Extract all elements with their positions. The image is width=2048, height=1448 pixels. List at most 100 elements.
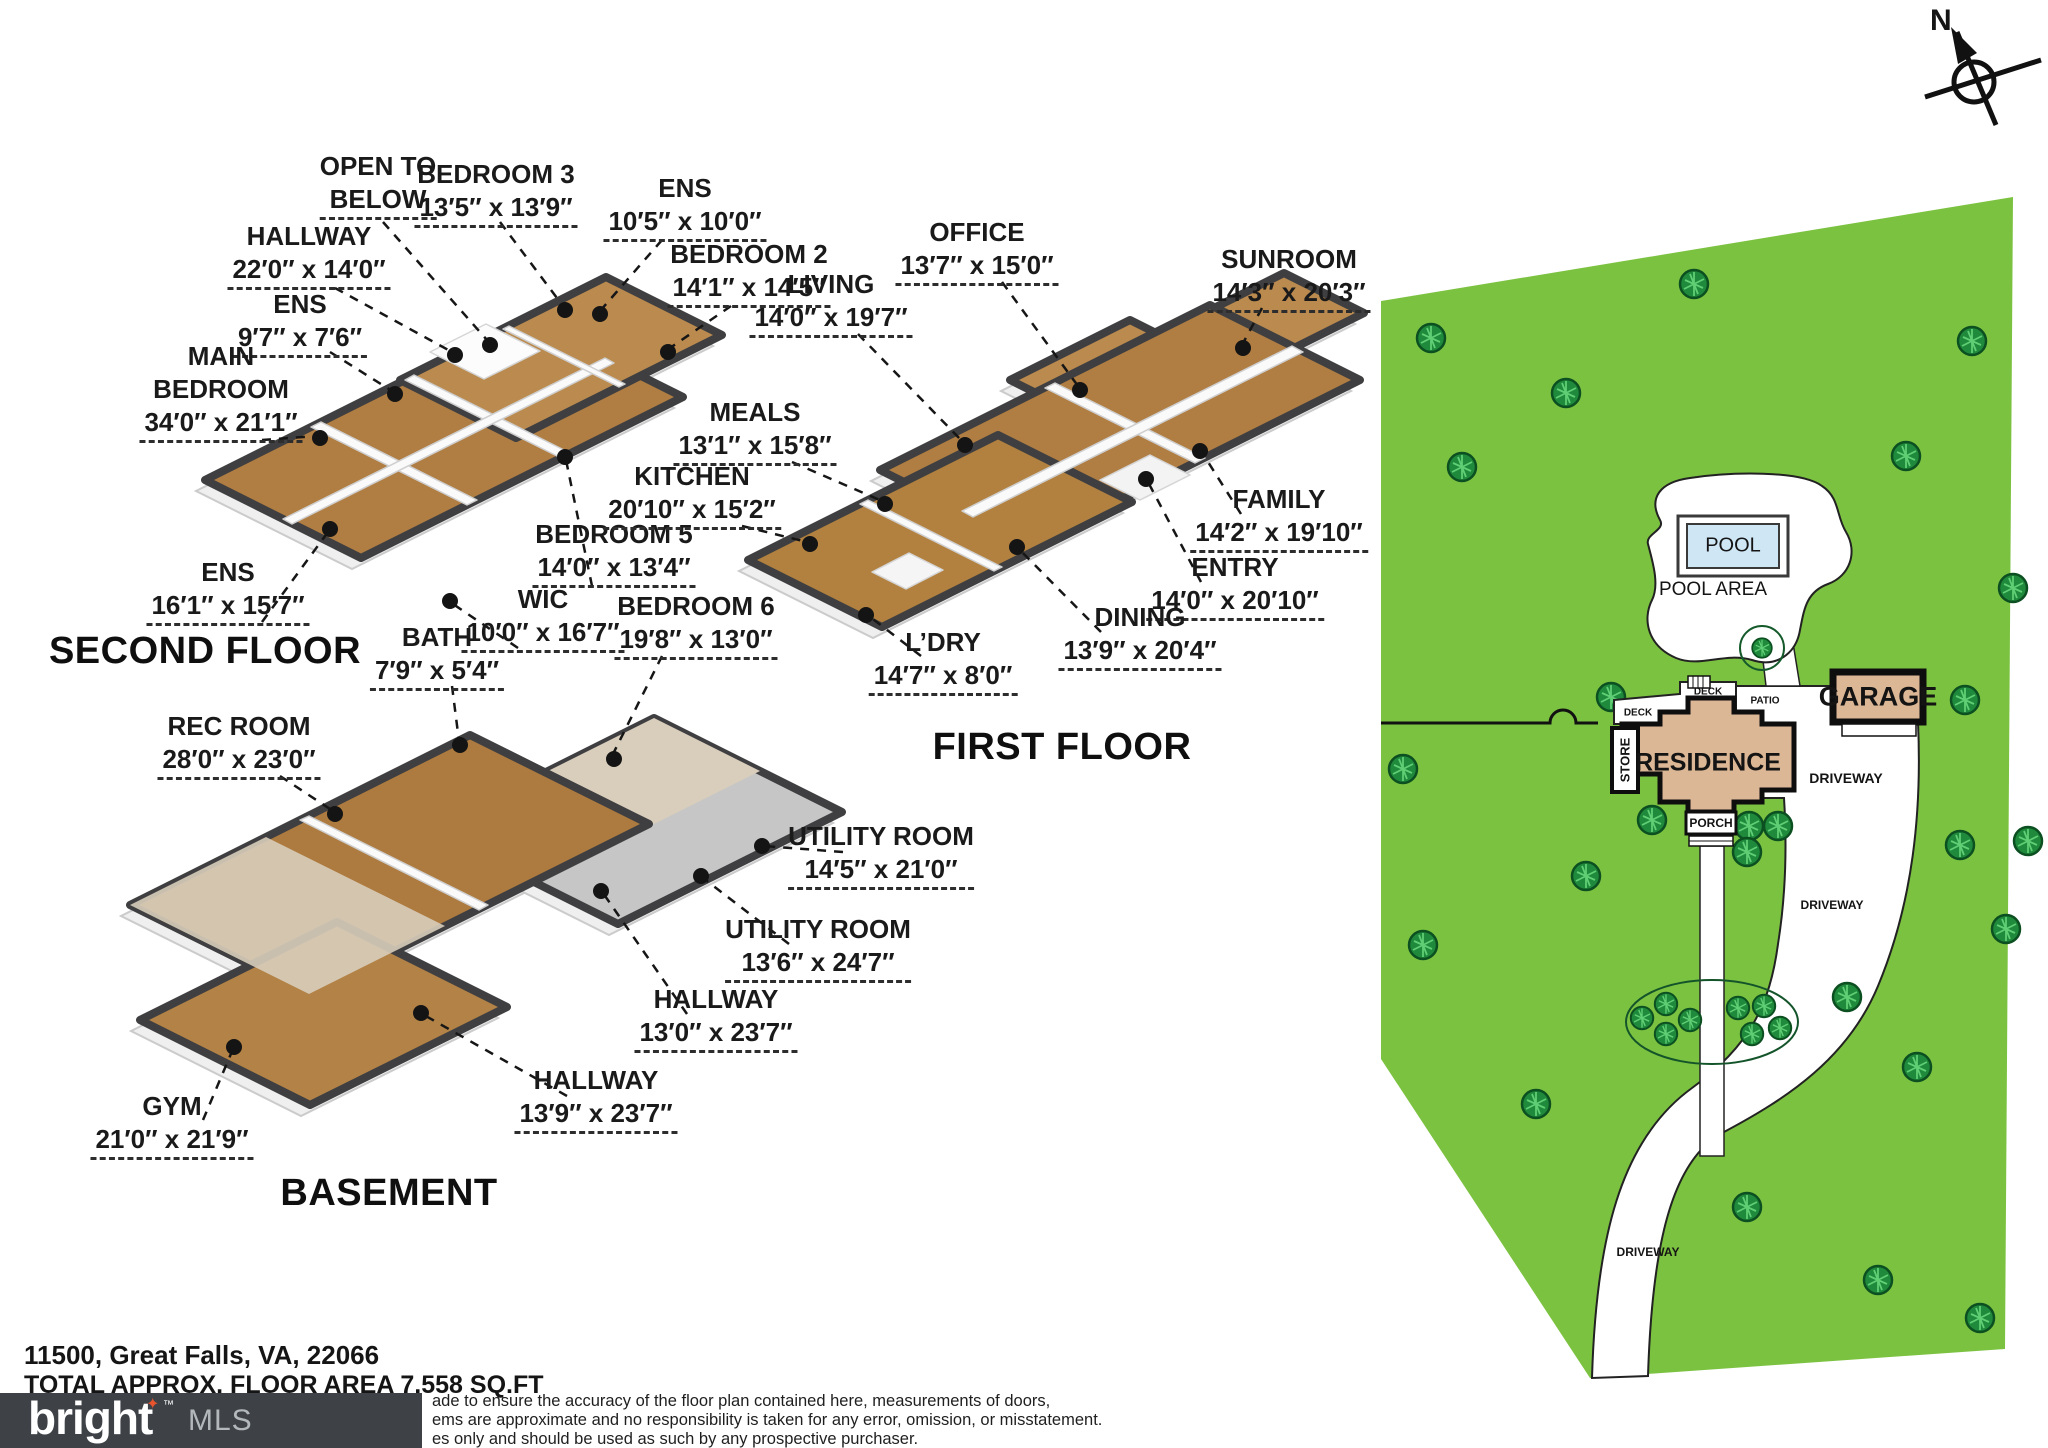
- room-name: MAIN: [187, 341, 255, 371]
- room-label-bedroom2: BEDROOM 2 14′1″ x 14′5″: [667, 238, 831, 308]
- room-dims: 14′0″ x 13′4″: [532, 551, 696, 588]
- rec-room-carpet: [130, 837, 445, 994]
- compass-needle: [1951, 27, 1977, 64]
- room-name: WIC: [517, 584, 569, 614]
- porch-walkway: [1699, 845, 1725, 1157]
- basement-plan: [126, 714, 846, 1109]
- room-label-living: LIVING 14′0″ x 19′7″: [749, 268, 913, 338]
- room-dims: 16′1″ x 15′7″: [146, 589, 310, 626]
- room-name: BEDROOM 6: [617, 591, 775, 621]
- room-name: DINING: [1094, 602, 1186, 632]
- pool-area-label: POOL AREA: [1658, 579, 1768, 600]
- room-label-ens-top: ENS 10′5″ x 10′0″: [603, 172, 767, 242]
- room-name: ENS: [201, 557, 255, 587]
- title-basement: BASEMENT: [280, 1172, 498, 1214]
- room-label-bedroom6: BEDROOM 6 19′8″ x 13′0″: [614, 590, 778, 660]
- pool-area-shape: [1646, 472, 1853, 664]
- room-name: BEDROOM 2: [670, 239, 828, 269]
- room-dims: 13′0″ x 23′7″: [634, 1016, 798, 1053]
- room-label-wic: WIC 10′0″ x 16′7″: [461, 583, 625, 653]
- room-dims: 22′0″ x 14′0″: [227, 253, 391, 290]
- room-dims: 13′9″ x 23′7″: [514, 1097, 678, 1134]
- room-name-line2: BELOW: [319, 183, 437, 220]
- driveway-upper-label: DRIVEWAY: [1809, 770, 1883, 786]
- leader-lines: [201, 221, 1264, 1121]
- title-second-floor: SECOND FLOOR: [48, 630, 362, 672]
- room-label-office: OFFICE 13′7″ x 15′0″: [895, 216, 1059, 286]
- room-dims: 21′0″ x 21′9″: [90, 1123, 254, 1160]
- room-label-bedroom3: BEDROOM 3 13′5″ x 13′9″: [414, 158, 578, 228]
- deck-top-label: DECK: [1693, 686, 1723, 698]
- room-dims: 14′0″ x 20′10″: [1146, 584, 1324, 621]
- store-shape: [1610, 726, 1640, 794]
- pool-area-tree-ring: [1739, 625, 1785, 671]
- atrium-open-below: [429, 323, 541, 380]
- logo-mls-text: MLS: [188, 1404, 253, 1437]
- room-name: SUNROOM: [1221, 244, 1357, 274]
- store-label: STORE: [1617, 737, 1633, 783]
- room-name: HALLWAY: [246, 221, 372, 251]
- room-label-hallway2: HALLWAY 13′9″ x 23′7″: [514, 1064, 678, 1134]
- porch-label: PORCH: [1689, 816, 1733, 830]
- room-name: REC ROOM: [167, 711, 311, 741]
- room-dims: 20′10″ x 15′2″: [603, 493, 781, 530]
- trees: [1387, 268, 2044, 1334]
- title-first-floor: FIRST FLOOR: [932, 726, 1192, 768]
- room-label-ens-low: ENS 16′1″ x 15′7″: [146, 556, 310, 626]
- room-dims: 14′3″ x 20′3″: [1207, 276, 1371, 313]
- second-floor-plan: [201, 273, 726, 562]
- garage-shape: [1829, 668, 1927, 737]
- room-label-entry: ENTRY 14′0″ x 20′10″: [1146, 551, 1324, 621]
- room-dims: 10′5″ x 10′0″: [603, 205, 767, 242]
- room-name: L’DRY: [905, 627, 981, 657]
- residence-shape: [1610, 695, 1797, 847]
- room-label-laundry: L’DRY 14′7″ x 8′0″: [868, 626, 1018, 696]
- room-label-meals: MEALS 13′1″ x 15′8″: [673, 396, 837, 466]
- logo-trademark: ™: [163, 1399, 174, 1411]
- room-label-sunroom: SUNROOM 14′3″ x 20′3″: [1207, 243, 1371, 313]
- room-name: HALLWAY: [533, 1065, 659, 1095]
- driveway-mid-label: DRIVEWAY: [1800, 898, 1864, 912]
- room-label-rec-room: REC ROOM 28′0″ x 23′0″: [157, 710, 321, 780]
- brightmls-logo: bright ✦ ™ MLS: [0, 1392, 422, 1448]
- room-name: UTILITY ROOM: [788, 821, 974, 851]
- room-name-line2: BEDROOM: [153, 374, 289, 404]
- disclaimer-line3: es only and should be used as such by an…: [432, 1430, 919, 1448]
- disclaimer-line1: ade to ensure the accuracy of the floor …: [432, 1392, 1051, 1410]
- room-dims: 34′0″ x 21′1″: [139, 406, 303, 443]
- patio-label: PATIO: [1750, 695, 1780, 707]
- driveway-lower-label: DRIVEWAY: [1616, 1245, 1680, 1259]
- residence-label: RESIDENCE: [1635, 748, 1781, 777]
- room-dims: 28′0″ x 23′0″: [157, 743, 321, 780]
- room-name: BEDROOM 3: [417, 159, 575, 189]
- room-dims: 14′2″ x 19′10″: [1190, 516, 1368, 553]
- footer-address: 11500, Great Falls, VA, 22066: [24, 1340, 380, 1370]
- disclaimer-line2: ems are approximate and no responsibilit…: [432, 1411, 1103, 1429]
- room-name: GYM: [142, 1091, 202, 1121]
- room-name: OFFICE: [929, 217, 1025, 247]
- pool-water: [1686, 523, 1780, 569]
- room-name: ENS: [273, 289, 327, 319]
- room-name: BEDROOM 5: [535, 519, 693, 549]
- room-dims: 13′5″ x 13′9″: [414, 191, 578, 228]
- deck-left-label: DECK: [1623, 707, 1653, 719]
- room-dims: 13′9″ x 20′4″: [1058, 634, 1222, 671]
- room-label-hallway-sf: HALLWAY 22′0″ x 14′0″: [227, 220, 391, 290]
- bush-cluster: [1625, 979, 1799, 1065]
- room-dims: 14′5″ x 21′0″: [788, 853, 974, 890]
- room-name: HALLWAY: [653, 984, 779, 1014]
- room-label-ens-mid: ENS 9′7″ x 7′6″: [232, 288, 368, 358]
- room-label-gym: GYM 21′0″ x 21′9″: [90, 1090, 254, 1160]
- room-name: UTILITY ROOM: [725, 914, 911, 944]
- room-name: BATH: [401, 622, 473, 652]
- room-label-main-bedroom: MAIN BEDROOM 34′0″ x 21′1″: [139, 340, 303, 443]
- room-name: LIVING: [787, 269, 875, 299]
- room-dims: 13′6″ x 24′7″: [725, 946, 911, 983]
- room-label-bath: BATH 7′9″ x 5′4″: [369, 621, 505, 691]
- room-name: ENTRY: [1191, 552, 1279, 582]
- logo-brand-text: bright: [28, 1392, 153, 1444]
- compass-north-label: N: [1930, 4, 1952, 37]
- room-label-kitchen: KITCHEN 20′10″ x 15′2″: [603, 460, 781, 530]
- room-dims: 7′9″ x 5′4″: [369, 654, 505, 691]
- room-dims: 19′8″ x 13′0″: [614, 623, 778, 660]
